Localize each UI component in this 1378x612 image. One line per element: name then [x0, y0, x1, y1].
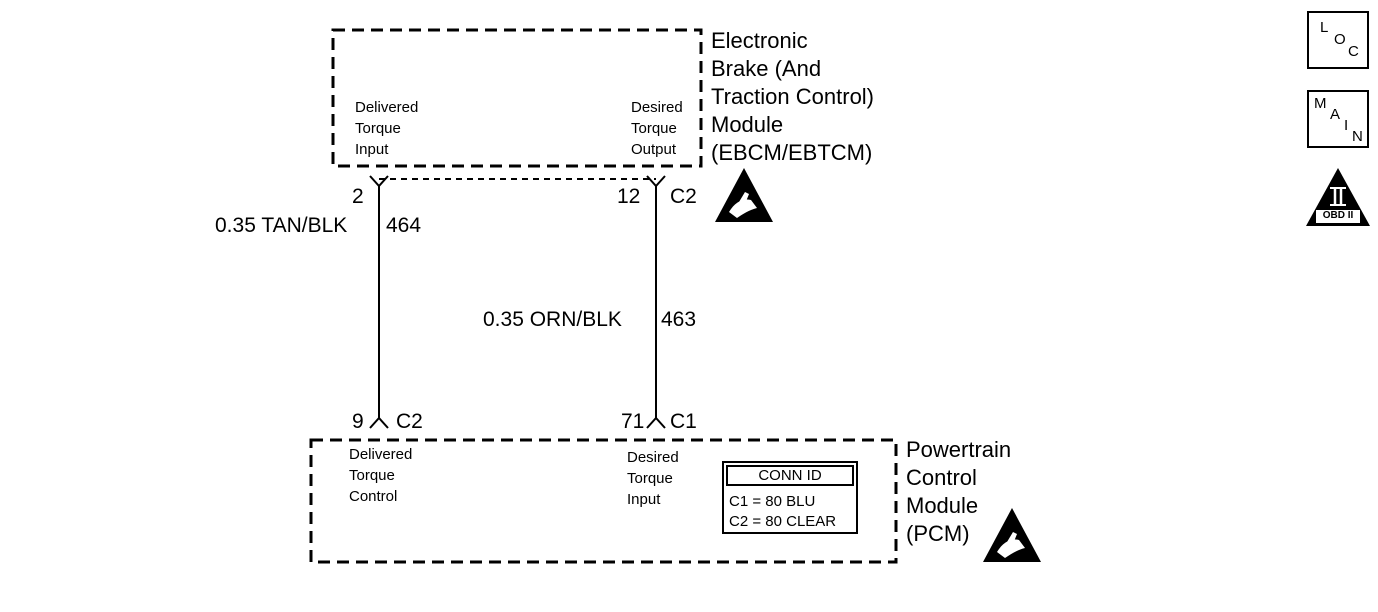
left-bottom-pin-number: 9 [352, 410, 364, 433]
main-letter: M [1314, 95, 1327, 112]
esd-warning-icon [983, 508, 1041, 562]
right-top-connector: C2 [670, 185, 697, 208]
wire-463 [646, 175, 666, 429]
connector-id-title: CONN ID [726, 465, 854, 486]
wire-464 [369, 175, 389, 429]
loc-letter: O [1334, 31, 1346, 48]
main-letter: N [1352, 128, 1363, 145]
connector-id-line: C1 = 80 BLU [729, 493, 816, 510]
ebcm-delivered-torque-input-label: Delivered Torque Input [355, 99, 419, 158]
main-button[interactable]: M A I N [1307, 90, 1369, 148]
left-bottom-connector: C2 [396, 410, 423, 433]
pcm-module-box [309, 438, 898, 564]
connector-id-line: C2 = 80 CLEAR [729, 513, 837, 530]
pcm-module-name: Powertrain Control Module (PCM) [906, 437, 1012, 546]
right-wire-circuit-number: 463 [661, 308, 697, 331]
ebcm-module-name: Electronic Brake (And Traction Control) … [711, 28, 875, 165]
connector-id-table: CONN ID C1 = 80 BLU C2 = 80 CLEAR [722, 461, 858, 534]
loc-letter: C [1348, 43, 1359, 60]
esd-warning-icon [715, 168, 773, 222]
loc-button[interactable]: L O C [1307, 11, 1369, 69]
right-wire-gauge-color: 0.35 ORN/BLK [483, 308, 622, 331]
left-wire-gauge-color: 0.35 TAN/BLK [215, 214, 348, 237]
left-top-pin-number: 2 [352, 185, 364, 208]
main-letter: I [1344, 117, 1349, 134]
right-top-pin-number: 12 [617, 185, 641, 208]
loc-letter: L [1320, 19, 1329, 36]
right-bottom-pin-number: 71 [621, 410, 645, 433]
obd-ii-icon [1306, 168, 1370, 226]
pcm-delivered-torque-control-label: Delivered Torque Control [349, 446, 413, 505]
ebcm-module-box [331, 28, 703, 168]
ebcm-desired-torque-output-label: Desired Torque Output [631, 99, 683, 158]
left-wire-circuit-number: 464 [386, 214, 422, 237]
pcm-desired-torque-input-label: Desired Torque Input [627, 449, 679, 508]
main-letter: A [1330, 106, 1341, 123]
obd-ii-label[interactable]: OBD II [1322, 210, 1354, 221]
right-bottom-connector: C1 [670, 410, 697, 433]
